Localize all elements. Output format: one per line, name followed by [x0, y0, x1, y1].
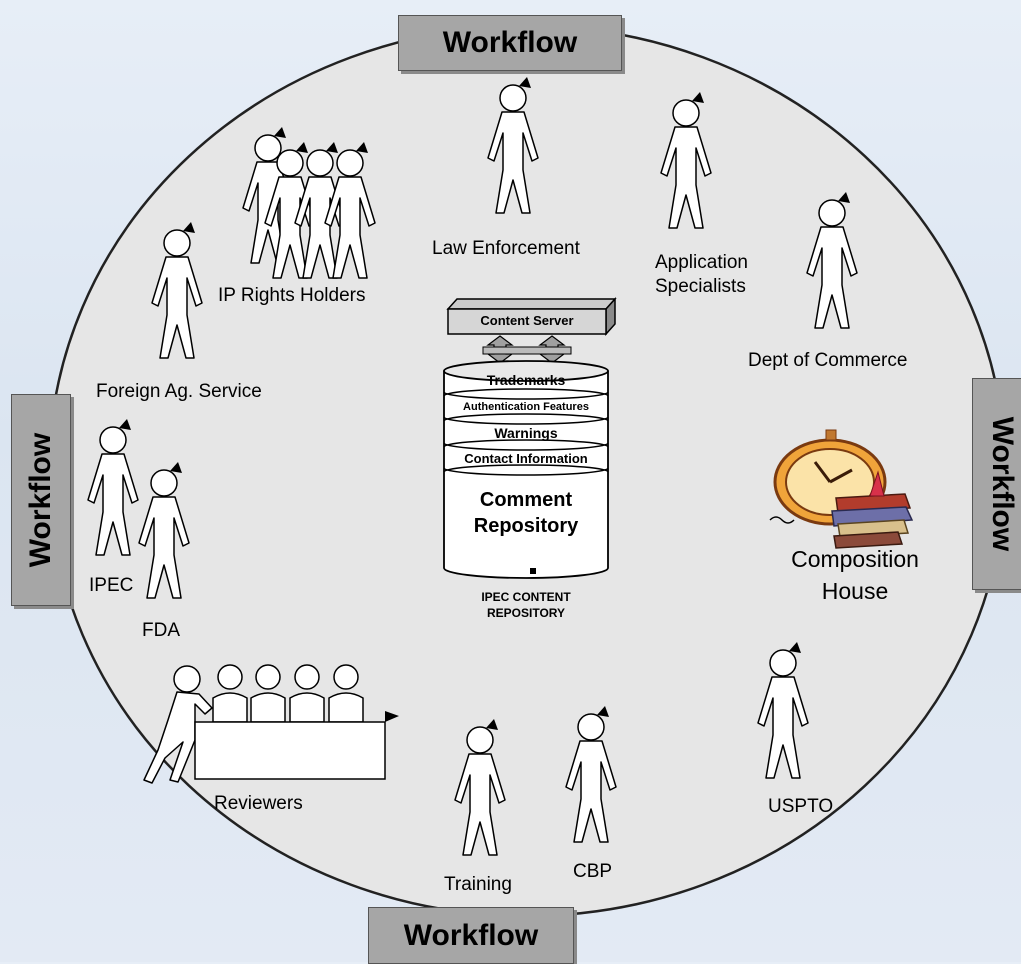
- foreign-ag-service-label: Foreign Ag. Service: [96, 381, 262, 402]
- cbp-label: CBP: [573, 861, 613, 882]
- workflow-box-top: Workflow: [398, 15, 622, 71]
- law-enforcement-label: Law Enforcement: [432, 238, 580, 259]
- uspto-label: USPTO: [768, 796, 834, 817]
- reviewers-figures: [143, 664, 399, 784]
- clock-books-clipart: [769, 429, 914, 549]
- workflow-label-left: Workflow: [24, 432, 58, 568]
- contact-information-layer-label: Contact Information: [464, 451, 588, 466]
- workflow-box-bottom: Workflow: [368, 907, 574, 964]
- workflow-label-right: Workflow: [986, 416, 1020, 552]
- repository-caption-2: REPOSITORY: [486, 606, 566, 620]
- comment-repository-label-1: Comment: [479, 489, 573, 511]
- ipec-label: IPEC: [89, 575, 134, 596]
- reviewers-label: Reviewers: [214, 793, 303, 814]
- workflow-label-top: Workflow: [442, 26, 578, 59]
- content-server-label: Content Server: [480, 313, 574, 328]
- application-specialists-label-1: Application: [655, 252, 748, 273]
- ip-rights-holders-label: IP Rights Holders: [218, 285, 366, 306]
- workflow-box-right: Workflow: [972, 378, 1021, 590]
- authentication-features-layer-label: Authentication Features: [463, 401, 589, 413]
- training-label: Training: [444, 874, 512, 895]
- application-specialists-label-2: Specialists: [655, 276, 746, 297]
- dept-of-commerce-label: Dept of Commerce: [748, 350, 908, 371]
- comment-repository-label-2: Repository: [473, 515, 579, 537]
- fda-label: FDA: [142, 620, 180, 641]
- workflow-label-bottom: Workflow: [403, 918, 539, 952]
- content-server-box: [447, 308, 607, 335]
- repository-caption-1: IPEC CONTENT: [481, 590, 571, 604]
- composition-house-label-1: Composition: [791, 546, 919, 572]
- workflow-box-left: Workflow: [11, 394, 71, 606]
- warnings-layer-label: Warnings: [494, 425, 558, 441]
- composition-house-label-2: House: [821, 578, 889, 604]
- ipec-content-repository: [443, 297, 617, 579]
- trademarks-layer-label: Trademarks: [486, 372, 566, 388]
